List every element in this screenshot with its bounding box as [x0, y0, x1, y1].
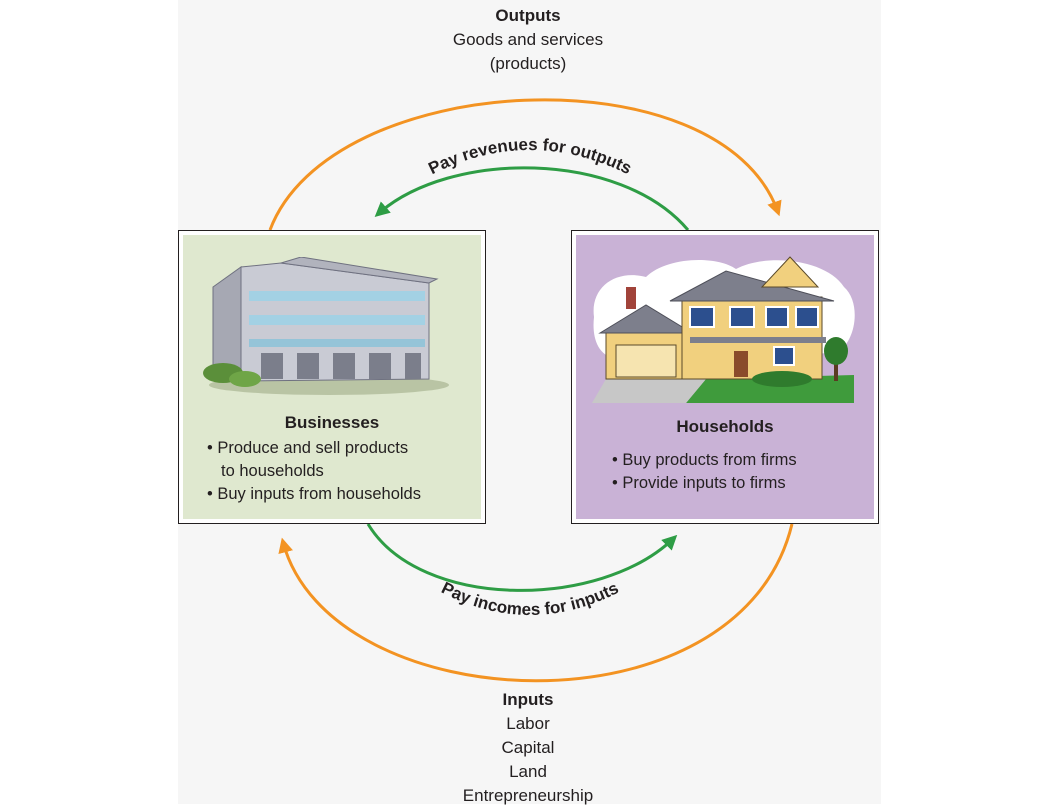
svg-text:Pay revenues for outputs: Pay revenues for outputs — [425, 135, 634, 178]
inputs-line: Entrepreneurship — [462, 786, 594, 805]
outputs-label-block: Outputs Goods and services (products) — [378, 4, 678, 76]
house-illustration — [592, 256, 855, 403]
inputs-heading: Inputs — [502, 690, 554, 709]
households-item: • Buy products from firms — [612, 451, 797, 469]
outputs-flow-arrow — [268, 98, 782, 231]
outputs-heading: Outputs — [495, 6, 561, 25]
households-box: Households • Buy products from firms • P… — [571, 230, 879, 524]
inputs-line: Labor — [506, 714, 550, 733]
businesses-item: • Buy inputs from households — [207, 485, 421, 503]
households-item: • Provide inputs to firms — [612, 474, 786, 492]
outputs-line: Goods and services — [452, 30, 604, 49]
businesses-item: • Produce and sell products — [207, 439, 409, 457]
inputs-label-block: Inputs Labor Capital Land Entrepreneursh… — [378, 688, 678, 808]
outputs-line: (products) — [489, 54, 567, 73]
households-list: • Buy products from firms • Provide inpu… — [612, 449, 797, 495]
businesses-title: Businesses — [284, 413, 380, 432]
incomes-flow-arrow — [366, 523, 678, 592]
revenues-flow-label: Pay revenues for outputs — [425, 135, 634, 178]
inputs-flow-arrow — [278, 523, 794, 683]
inputs-line: Capital — [501, 738, 555, 757]
businesses-box: Businesses • Produce and sell products t… — [178, 230, 486, 524]
office-building-illustration — [203, 257, 449, 395]
inputs-line: Land — [509, 762, 547, 781]
businesses-item: to households — [221, 462, 324, 480]
revenues-flow-arrow — [374, 166, 690, 231]
businesses-list: • Produce and sell products to household… — [207, 437, 421, 506]
households-title: Households — [676, 417, 774, 436]
